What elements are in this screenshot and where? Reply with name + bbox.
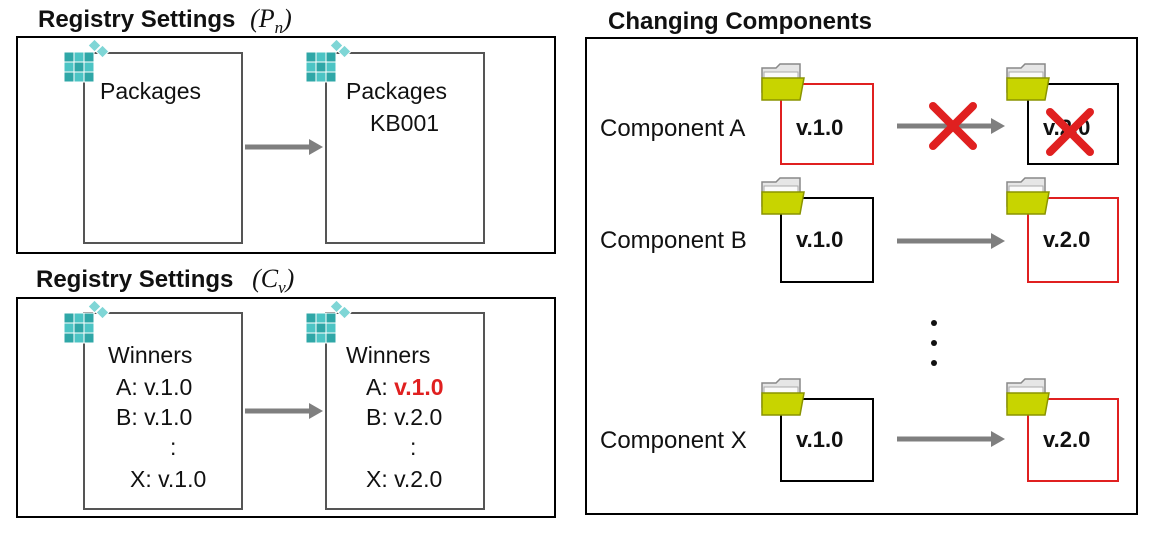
winner-ellipsis: : xyxy=(170,434,177,460)
changing-components-title: Changing Components xyxy=(608,8,872,35)
component-x-from-version: v.1.0 xyxy=(796,427,844,452)
folder-icon xyxy=(1006,177,1050,215)
registry-icon xyxy=(305,299,352,344)
arrow-right-icon xyxy=(245,139,323,155)
arrow-right-icon xyxy=(897,118,1005,134)
math-symbol: (Cv) xyxy=(252,264,295,298)
registry-settings-cv-title: Registry Settings (Cv) xyxy=(36,264,294,298)
winner-b: B: v.2.0 xyxy=(366,404,443,430)
folder-icon xyxy=(1006,378,1050,416)
kb001-label: KB001 xyxy=(370,110,440,136)
registry-icon xyxy=(63,299,110,344)
winner-x: X: v.1.0 xyxy=(130,466,207,492)
winner-ellipsis: : xyxy=(410,434,417,460)
folder-icon xyxy=(761,378,805,416)
packages-label: Packages xyxy=(100,78,202,104)
registry-icon xyxy=(63,38,110,83)
component-x-to-version: v.2.0 xyxy=(1043,427,1091,452)
component-b-to-version: v.2.0 xyxy=(1043,227,1091,252)
packages-key-after xyxy=(325,52,485,244)
winner-a: A: v.1.0 xyxy=(366,376,444,399)
folder-icon xyxy=(761,63,805,101)
component-b-label: Component B xyxy=(600,227,747,254)
winners-key-after xyxy=(325,312,485,510)
red-x-icon xyxy=(929,102,977,150)
registry-icon xyxy=(305,38,352,83)
winners-header: Winners xyxy=(346,342,431,368)
winner-b: B: v.1.0 xyxy=(116,404,193,430)
winner-a-value: v.1.0 xyxy=(394,374,444,400)
title-text: Registry Settings xyxy=(36,266,234,293)
winners-header: Winners xyxy=(108,342,193,368)
packages-key-before xyxy=(83,52,243,244)
red-x-icon xyxy=(1046,108,1094,156)
arrow-right-icon xyxy=(245,403,323,419)
arrow-right-icon xyxy=(897,233,1005,249)
folder-icon xyxy=(1006,63,1050,101)
arrow-right-icon xyxy=(897,431,1005,447)
registry-settings-pn-title: Registry Settings (Pn) xyxy=(38,4,292,38)
winner-x: X: v.2.0 xyxy=(366,466,443,492)
component-x-label: Component X xyxy=(600,427,747,454)
component-b-to-box xyxy=(1027,197,1119,283)
winner-a-prefix: A: xyxy=(366,374,395,400)
title-text: Registry Settings xyxy=(38,6,236,33)
component-b-from-version: v.1.0 xyxy=(796,227,844,252)
vertical-ellipsis xyxy=(928,320,940,370)
packages-label: Packages xyxy=(346,78,448,104)
winner-a: A: v.1.0 xyxy=(116,374,193,400)
component-a-from-version: v.1.0 xyxy=(796,115,844,140)
math-symbol: (Pn) xyxy=(250,4,292,38)
folder-icon xyxy=(761,177,805,215)
component-a-label: Component A xyxy=(600,115,746,142)
winners-key-before xyxy=(83,312,243,510)
